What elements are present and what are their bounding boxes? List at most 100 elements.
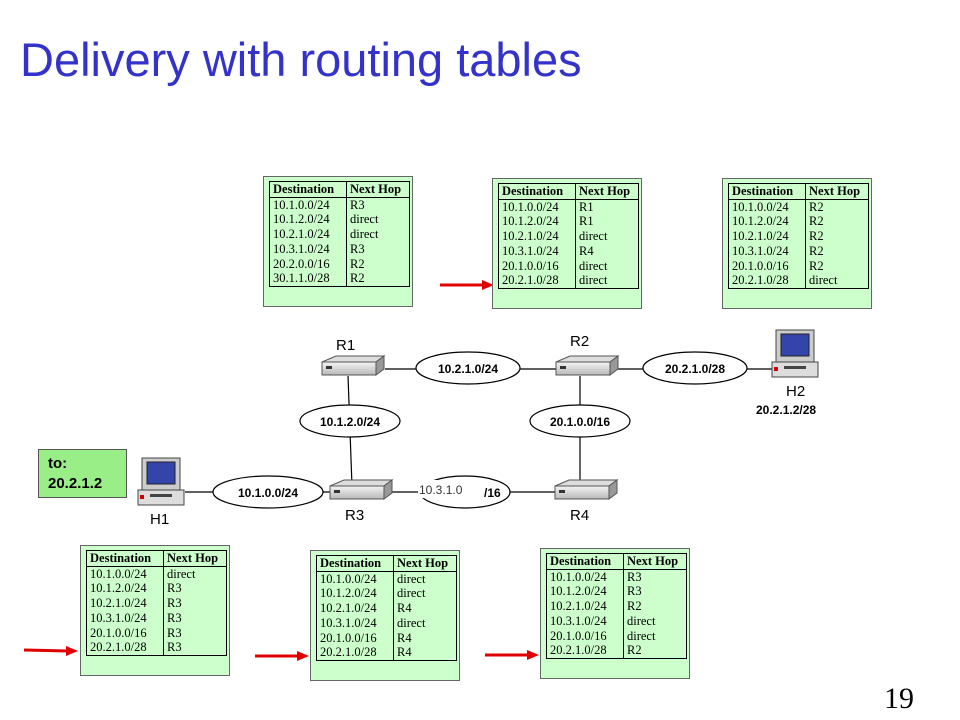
router-r4: R4 bbox=[554, 479, 619, 524]
destination-cell: 30.1.1.0/28 bbox=[269, 271, 347, 287]
next-hop-cell: direct bbox=[393, 615, 457, 631]
next-hop-cell: R1 bbox=[575, 199, 639, 215]
host-h2: H2 20.2.1.2/28 bbox=[756, 329, 819, 417]
router-label: R2 bbox=[570, 333, 589, 350]
next-hop-cell: R2 bbox=[805, 243, 869, 259]
cloud-10-1-2-0: 10.1.2.0/24 bbox=[299, 404, 401, 438]
next-hop-cell: R2 bbox=[623, 599, 687, 614]
destination-cell: 10.1.2.0/24 bbox=[316, 586, 394, 602]
next-hop-cell: R4 bbox=[393, 630, 457, 646]
arrows bbox=[23, 280, 539, 661]
next-hop-cell: R3 bbox=[623, 569, 687, 585]
cloud-10-2-1-0: 10.2.1.0/24 bbox=[415, 351, 521, 385]
destination-address-box: to: 20.2.1.2 bbox=[38, 449, 127, 498]
page-number: 19 bbox=[884, 682, 914, 715]
next-hop-cell: R2 bbox=[805, 229, 869, 244]
header-destination: Destination bbox=[498, 183, 576, 200]
destination-cell: 10.2.1.0/24 bbox=[728, 229, 806, 244]
next-hop-cell: R3 bbox=[163, 640, 227, 656]
network-label-part: 10.3.1.0 bbox=[419, 483, 463, 497]
destination-cell: 10.1.2.0/24 bbox=[728, 214, 806, 230]
destination-cell: 10.2.1.0/24 bbox=[269, 227, 347, 242]
header-next-hop: Next Hop bbox=[393, 555, 457, 572]
header-next-hop: Next Hop bbox=[163, 550, 227, 567]
router-label: R4 bbox=[570, 507, 589, 524]
destination-cell: 20.1.0.0/16 bbox=[86, 625, 164, 641]
header-destination: Destination bbox=[546, 553, 624, 570]
destination-cell: 20.1.0.0/16 bbox=[316, 630, 394, 646]
next-hop-cell: R3 bbox=[163, 596, 227, 611]
next-hop-cell: direct bbox=[393, 571, 457, 587]
router-r2: R2 bbox=[555, 333, 620, 376]
header-next-hop: Next Hop bbox=[623, 553, 687, 570]
next-hop-cell: R2 bbox=[623, 643, 687, 659]
cloud-10-1-0-0: 10.1.0.0/24 bbox=[212, 475, 324, 509]
destination-cell: 10.1.0.0/24 bbox=[546, 569, 624, 585]
destination-cell: 10.3.1.0/24 bbox=[728, 243, 806, 259]
next-hop-cell: direct bbox=[346, 227, 410, 242]
destination-cell: 10.1.0.0/24 bbox=[498, 199, 576, 215]
header-next-hop: Next Hop bbox=[346, 181, 410, 198]
destination-cell: 20.1.0.0/16 bbox=[498, 258, 576, 274]
destination-cell: 10.1.2.0/24 bbox=[86, 581, 164, 597]
next-hop-cell: direct bbox=[575, 273, 639, 289]
destination-cell: 20.1.0.0/16 bbox=[546, 628, 624, 644]
header-next-hop: Next Hop bbox=[805, 183, 869, 200]
destination-cell: 20.2.1.0/28 bbox=[316, 645, 394, 661]
host-label: H1 bbox=[150, 511, 169, 528]
destination-address: 20.2.1.2 bbox=[48, 475, 103, 492]
network-label: 10.2.1.0/24 bbox=[438, 362, 498, 376]
arrow-r4-table bbox=[485, 650, 539, 660]
next-hop-cell: R3 bbox=[346, 241, 410, 257]
network-label: 20.2.1.0/28 bbox=[665, 362, 725, 376]
destination-cell: 10.1.2.0/24 bbox=[498, 214, 576, 230]
network-label: 10.1.2.0/24 bbox=[320, 415, 380, 429]
destination-prefix: to: bbox=[48, 455, 68, 472]
destination-cell: 20.1.0.0/16 bbox=[728, 258, 806, 274]
destination-cell: 10.3.1.0/24 bbox=[316, 615, 394, 631]
destination-cell: 10.3.1.0/24 bbox=[498, 243, 576, 259]
next-hop-cell: R4 bbox=[393, 645, 457, 661]
next-hop-cell: R2 bbox=[346, 271, 410, 287]
next-hop-cell: R3 bbox=[163, 581, 227, 597]
page-title: Delivery with routing tables bbox=[20, 33, 582, 86]
links bbox=[185, 368, 775, 493]
next-hop-cell: R4 bbox=[393, 601, 457, 616]
destination-cell: 10.1.0.0/24 bbox=[86, 566, 164, 582]
arrow-h1-table bbox=[23, 646, 78, 656]
